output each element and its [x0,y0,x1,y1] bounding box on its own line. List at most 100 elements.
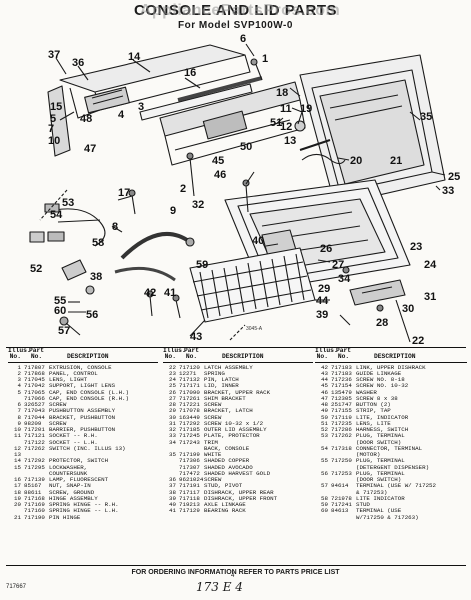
description: BRACKET, LATCH [204,407,253,415]
part-no: 94614 [331,482,349,490]
description: BRACKET, UPPER RACK [204,388,271,396]
description: CAP, END CONSOLE (L.H.) [49,388,130,396]
part-no: 717235 [331,419,352,427]
table-header-row1: Illus. Part [8,347,158,354]
description: (DOOR SWITCH) [356,438,402,446]
callout-36: 36 [72,57,84,69]
callout-31: 31 [424,291,436,303]
part-no: 717139 [24,476,45,483]
part-no: 717160 [24,507,45,515]
hdr-part: Part [183,347,200,354]
callout-27: 27 [332,259,344,271]
callout-1: 1 [262,53,268,65]
illus-no: 37 [169,482,176,490]
callout-7: 7 [48,123,54,135]
part-no: 717295 [24,463,45,471]
illus-no: 24 [169,376,176,383]
part-no: 717318 [331,444,352,452]
illus-no: 29 [169,407,176,415]
part-no: 717243 [179,438,200,446]
illus-no: 17 [14,482,21,490]
callout-37: 37 [48,49,60,61]
hdr-no: No. [316,353,328,361]
callout-34: 34 [338,273,351,285]
description: BEARING RACK [204,507,246,515]
callout-41: 41 [164,287,176,299]
callout-51: 51 [270,117,282,129]
callout-33: 33 [442,185,454,197]
part-no: 717262 [24,444,45,452]
description: LID, INNER [204,382,239,390]
description: SCREW [204,413,222,421]
part-no: 717066 [24,394,45,402]
illus-no: 20 [14,501,21,508]
illus-no: 12 [14,444,21,452]
illus-no: 60 [321,507,328,515]
illus-no: 23 [169,369,176,377]
callout-40: 40 [252,235,264,247]
description: COUNTERSUNK [49,469,88,477]
watermark: AppliancePartsPros.com [139,2,341,19]
part-no: 717286 [331,426,352,433]
illus-no: 10 [14,426,21,433]
table-row: & 717253) [315,489,467,496]
description: PLUG, TERMINAL [356,469,405,477]
part-no: 717807 [24,363,45,371]
callout-53: 53 [62,197,74,209]
description: PANEL, CONTROL [49,369,98,377]
table-header-row2: No. No. DESCRIPTION [315,353,467,363]
description: AXLE LINKAGE [204,501,246,508]
table-row: COUNTERSUNK [8,469,158,477]
illus-no: 1 [17,363,21,371]
callout-9: 9 [170,205,176,217]
hdr-illus: Illus. [163,347,186,354]
part-no: 88611 [24,488,42,496]
part-no: 717132 [179,376,200,383]
description: DISHRACK, UPPER REAR [204,488,274,496]
illus-no: 38 [169,488,176,496]
part-no: 251747 [331,401,352,408]
description: HINGE ASSEMBLY [49,494,98,502]
table-header-row1: Illus. Part [163,347,313,354]
callout-38: 38 [90,271,102,283]
description: SCREW 10-32 x 1/2 [204,419,264,427]
description: EXTRUSION, CONSOLE [49,363,112,371]
illus-no: 36 [169,476,176,483]
part-no: 717183 [331,369,352,377]
description: PROTECTOR, SWITCH [49,457,109,465]
part-no: 717190 [24,513,45,521]
illus-no: 51 [321,419,328,427]
callout-20: 20 [350,155,362,167]
part-no: 98209 [24,419,42,427]
illus-no: 53 [321,432,328,440]
illus-no: 2 [17,369,21,377]
callout-56: 56 [86,309,98,321]
